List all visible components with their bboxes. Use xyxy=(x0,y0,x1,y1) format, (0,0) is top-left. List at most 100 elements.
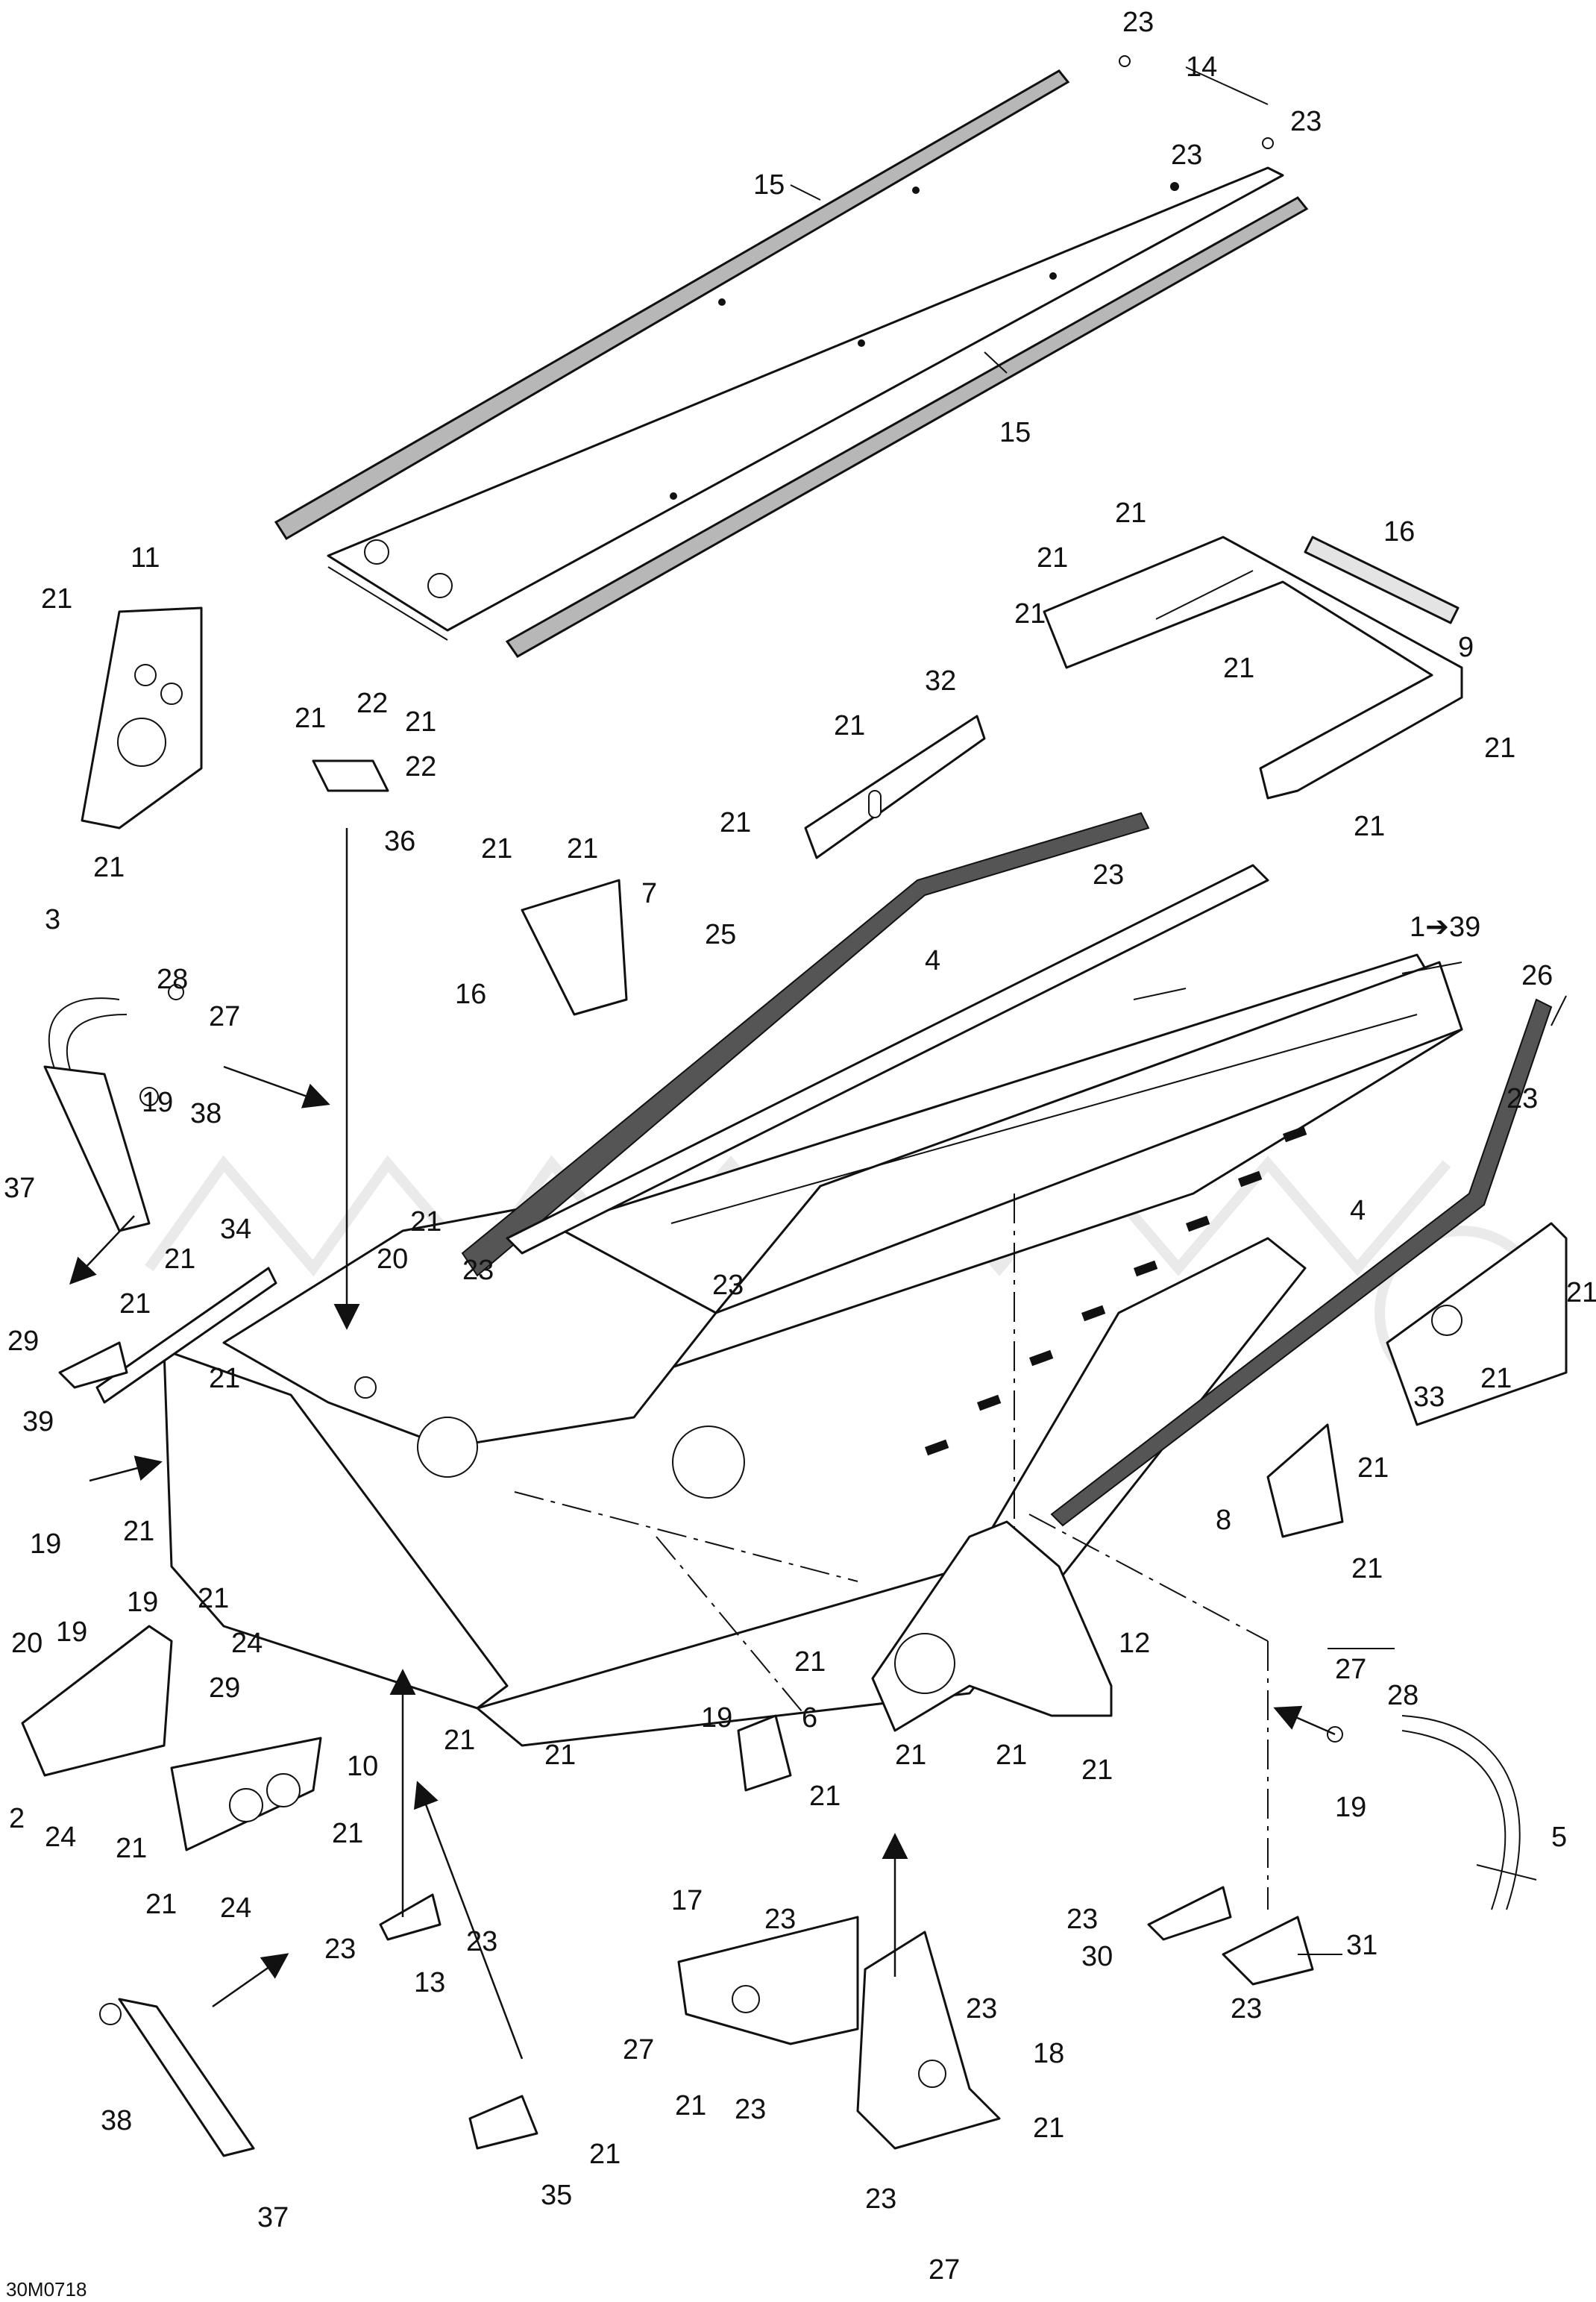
callout: 37 xyxy=(4,1173,35,1204)
plate-10 xyxy=(170,1737,322,1851)
callout: 21 xyxy=(1037,542,1068,574)
callout: 30 xyxy=(1081,1941,1113,1972)
callout: 10 xyxy=(347,1751,378,1782)
bracket-7 xyxy=(521,879,628,1016)
callout: 27 xyxy=(929,2254,960,2286)
handle-5 xyxy=(1401,1715,1521,1910)
main-tunnel xyxy=(163,953,1463,1747)
bracket-36 xyxy=(312,759,389,792)
callout: 21 xyxy=(481,833,512,865)
callout: 27 xyxy=(1335,1654,1366,1685)
callout: 22 xyxy=(405,751,436,783)
callout: 21 xyxy=(720,807,751,838)
callout: 6 xyxy=(802,1702,817,1734)
bracket-33 xyxy=(1386,1222,1568,1426)
callout: 23 xyxy=(324,1934,356,1965)
rear-bracket-9 xyxy=(1043,536,1463,800)
callout: 23 xyxy=(1066,1904,1098,1935)
callout: 20 xyxy=(11,1628,43,1659)
callout: 22 xyxy=(356,688,388,719)
callout: 23 xyxy=(1093,859,1124,891)
bracket-34 xyxy=(95,1267,277,1404)
callout: 21 xyxy=(834,710,865,741)
leader-lines xyxy=(790,66,1567,1955)
callout: 21 xyxy=(794,1646,826,1678)
callout: 23 xyxy=(735,2094,766,2125)
plate-35 xyxy=(468,2095,538,2150)
callout: 5 xyxy=(1551,1822,1567,1853)
callout: 25 xyxy=(705,919,736,950)
callout: 2 xyxy=(9,1803,25,1834)
bracket-2 xyxy=(21,1625,173,1777)
center-lines xyxy=(514,1194,1269,1910)
callout: 21 xyxy=(209,1363,240,1394)
callout: 28 xyxy=(157,964,188,995)
assembly-arrows xyxy=(69,828,1336,2060)
callout: 32 xyxy=(925,665,956,697)
callout: 23 xyxy=(1507,1083,1538,1114)
tunnel-top-panel xyxy=(274,57,1309,658)
callout: 14 xyxy=(1186,51,1217,83)
callout: 11 xyxy=(131,542,160,574)
callout: 33 xyxy=(1413,1381,1445,1413)
callout: 9 xyxy=(1458,632,1474,663)
callout: 19 xyxy=(701,1702,732,1734)
callout: 20 xyxy=(377,1243,408,1275)
callout: 21 xyxy=(809,1781,841,1812)
callout: 21 xyxy=(41,583,72,615)
callout: 21 xyxy=(164,1243,195,1275)
callout: 21 xyxy=(1081,1754,1113,1786)
callout: 23 xyxy=(1231,1993,1262,2025)
figure-code: 30M0718 xyxy=(6,2278,87,2301)
callout: 23 xyxy=(1171,139,1202,171)
callout: 19 xyxy=(142,1087,173,1118)
callout: 15 xyxy=(999,417,1031,448)
plate-18 xyxy=(856,1931,1001,2150)
callout: 21 xyxy=(895,1740,926,1771)
callout: 3 xyxy=(45,904,60,935)
callout: 19 xyxy=(56,1616,87,1648)
handle-3 xyxy=(48,997,128,1082)
callout: 21 xyxy=(444,1725,475,1756)
callout: 21 xyxy=(675,2090,706,2121)
tunnel-rod xyxy=(506,864,1418,1255)
callout: 21 xyxy=(332,1818,363,1849)
callout: 36 xyxy=(384,826,415,857)
callout: 16 xyxy=(1383,516,1415,548)
callout: 12 xyxy=(1119,1628,1150,1659)
slide-rail-26 xyxy=(1050,998,1553,1527)
callout: 21 xyxy=(116,1833,147,1864)
callout: 31 xyxy=(1346,1930,1377,1961)
callout: 23 xyxy=(1122,7,1154,38)
callout-labels: 23 14 23 23 15 15 11 21 21 21 21 21 16 9… xyxy=(4,7,1596,2286)
callout: 35 xyxy=(541,2180,572,2211)
callout: 21 xyxy=(1566,1277,1596,1308)
callout: 38 xyxy=(101,2105,132,2136)
plate-30 xyxy=(1147,1886,1232,1941)
callout: 21 xyxy=(1033,2113,1064,2144)
callout: 1➔39 xyxy=(1410,912,1480,943)
callout: 21 xyxy=(996,1740,1027,1771)
callout: 26 xyxy=(1521,960,1553,991)
callout: 4 xyxy=(1350,1195,1366,1226)
callout: 23 xyxy=(1290,106,1322,137)
bracket-32 xyxy=(804,715,986,859)
callout: 23 xyxy=(712,1270,744,1301)
callout: 16 xyxy=(455,979,486,1010)
callout: 23 xyxy=(466,1926,497,1957)
bracket-37-38-upper xyxy=(43,1065,151,1232)
callout: 21 xyxy=(589,2139,621,2170)
plate-17 xyxy=(677,1916,859,2045)
callout: 17 xyxy=(671,1885,703,1916)
callout: 21 xyxy=(123,1516,154,1547)
callout: 15 xyxy=(753,169,785,201)
callout: 7 xyxy=(641,878,657,909)
callout: 23 xyxy=(764,1904,796,1935)
callout: 37 xyxy=(257,2202,289,2233)
callout: 21 xyxy=(1484,733,1515,764)
callout: 38 xyxy=(190,1098,222,1129)
callout: 29 xyxy=(7,1326,39,1357)
bracket-39 xyxy=(58,1341,128,1389)
